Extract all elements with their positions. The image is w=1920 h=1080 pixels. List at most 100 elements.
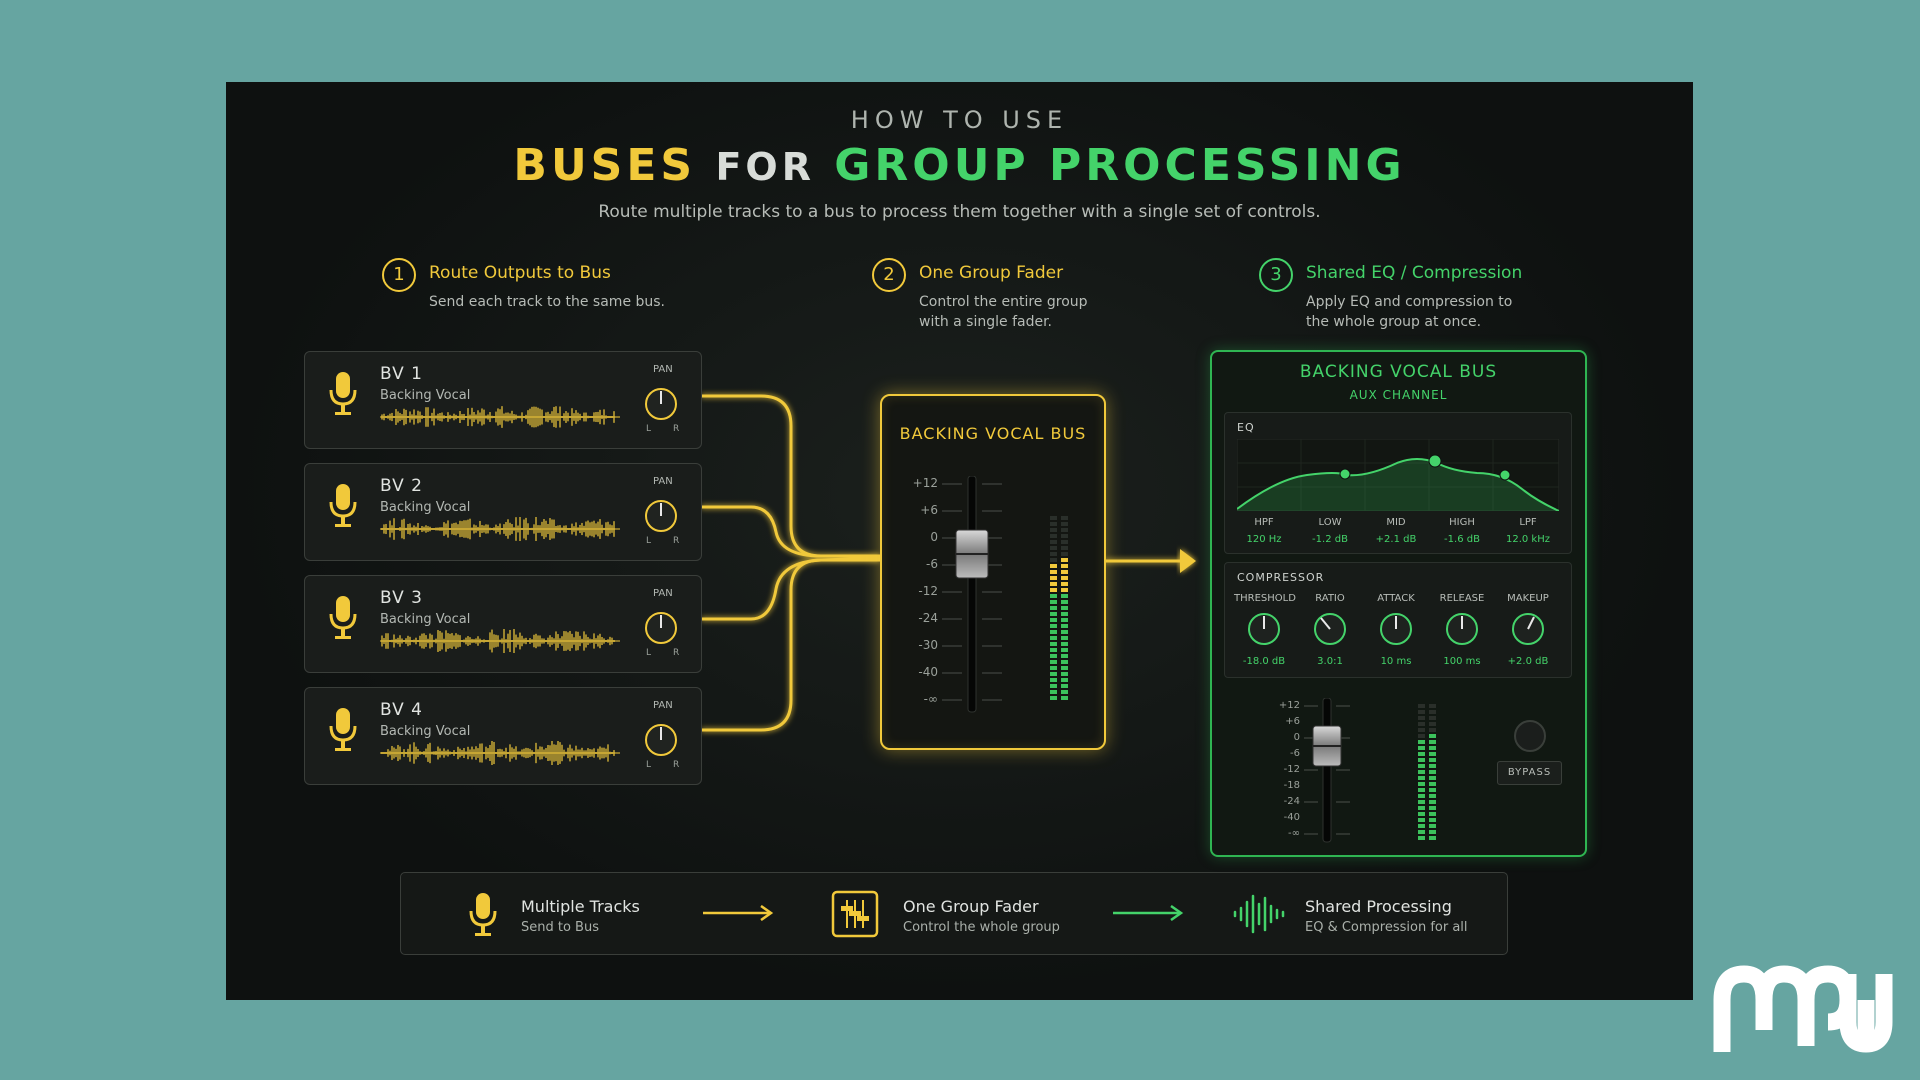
summary-bar: Multiple Tracks Send to Bus One Group Fa… xyxy=(400,872,1508,955)
bypass-button[interactable]: BYPASS xyxy=(1497,761,1562,785)
scale-label: +6 xyxy=(1285,716,1300,727)
summary-title: Shared Processing xyxy=(1305,897,1452,916)
step-1-title: Route Outputs to Bus xyxy=(429,263,611,283)
arrow-right-icon xyxy=(703,905,774,921)
route-line-bv1 xyxy=(701,394,880,558)
eq-band-value: 120 Hz xyxy=(1246,534,1282,545)
title-group-processing: GROUP PROCESSING xyxy=(834,140,1406,191)
microphone-icon xyxy=(329,484,357,527)
scale-label: -6 xyxy=(926,557,938,571)
step-2-number: 2 xyxy=(872,258,906,292)
pan-left-label: L xyxy=(646,536,652,546)
scale-label: -18 xyxy=(1283,780,1300,791)
scale-label: -24 xyxy=(918,611,938,625)
comp-param-label: MAKEUP xyxy=(1507,593,1549,604)
step-3-desc-line2: the whole group at once. xyxy=(1306,314,1482,330)
bus-level-meter xyxy=(1050,516,1068,700)
scale-label: -∞ xyxy=(923,692,938,706)
makeup-knob[interactable] xyxy=(1510,611,1546,647)
kicker: HOW TO USE xyxy=(850,106,1069,134)
compressor-label: COMPRESSOR xyxy=(1237,571,1325,584)
track-bv2[interactable]: BV 2 Backing Vocal PAN L R xyxy=(304,463,702,561)
pan-label: PAN xyxy=(653,476,673,487)
pan-right-label: R xyxy=(673,760,680,770)
comp-param-value: -18.0 dB xyxy=(1242,656,1286,667)
pan-right-label: R xyxy=(673,536,680,546)
scale-label: -24 xyxy=(1283,796,1300,807)
arrow-right-icon xyxy=(1113,905,1184,921)
route-line-bv2 xyxy=(701,505,880,558)
attack-knob[interactable] xyxy=(1378,611,1414,647)
scale-label: 0 xyxy=(930,530,938,544)
infographic-panel: HOW TO USE BUSES FOR GROUP PROCESSING Ro… xyxy=(226,82,1693,1000)
scale-label: +12 xyxy=(912,476,938,490)
title-buses: BUSES xyxy=(513,140,697,191)
scale-label: +12 xyxy=(1278,700,1300,711)
track-bv3[interactable]: BV 3 Backing Vocal PAN L R xyxy=(304,575,702,673)
bus-fader-handle[interactable] xyxy=(952,528,992,580)
step-1-number: 1 xyxy=(382,258,416,292)
comp-param-value: 3.0:1 xyxy=(1317,656,1343,667)
step-2-title: One Group Fader xyxy=(919,263,1064,283)
compressor-section: COMPRESSOR THRESHOLD -18.0 dB RATIO 3.0:… xyxy=(1224,562,1572,678)
summary-desc: EQ & Compression for all xyxy=(1305,920,1468,935)
aux-channel-panel: BACKING VOCAL BUS AUX CHANNEL EQ HPF 120… xyxy=(1210,350,1587,857)
pan-knob[interactable] xyxy=(643,498,679,534)
step-3-title: Shared EQ / Compression xyxy=(1306,263,1523,283)
pan-knob[interactable] xyxy=(643,610,679,646)
aux-fader-handle[interactable] xyxy=(1310,724,1344,768)
scale-label: 0 xyxy=(1293,732,1300,743)
track-name: BV 1 xyxy=(380,364,423,384)
microphone-icon xyxy=(329,708,357,751)
scale-label: -∞ xyxy=(1288,828,1300,839)
pan-label: PAN xyxy=(653,364,673,375)
pan-right-label: R xyxy=(673,648,680,658)
waveform-icon xyxy=(380,406,620,428)
step-2-desc-line2: with a single fader. xyxy=(919,314,1053,330)
eq-band-value: -1.2 dB xyxy=(1312,534,1348,545)
subtitle: Route multiple tracks to a bus to proces… xyxy=(598,202,1321,222)
comp-param-value: 10 ms xyxy=(1380,656,1412,667)
step-1-desc: Send each track to the same bus. xyxy=(429,294,666,310)
aux-title: BACKING VOCAL BUS xyxy=(1299,362,1498,382)
fader-ticks xyxy=(942,476,1002,713)
eq-curve-graph[interactable] xyxy=(1237,439,1559,511)
track-name: BV 2 xyxy=(380,476,423,496)
eq-band-value: +2.1 dB xyxy=(1375,534,1417,545)
pan-left-label: L xyxy=(646,760,652,770)
summary-desc: Send to Bus xyxy=(521,920,599,935)
bypass-knob[interactable] xyxy=(1512,718,1548,754)
track-bv1[interactable]: BV 1 Backing Vocal PAN L R xyxy=(304,351,702,449)
aux-level-meter xyxy=(1418,704,1436,840)
scale-label: -40 xyxy=(918,665,938,679)
track-bv4[interactable]: BV 4 Backing Vocal PAN L R xyxy=(304,687,702,785)
ratio-knob[interactable] xyxy=(1312,611,1348,647)
comp-param-value: 100 ms xyxy=(1443,656,1481,667)
scale-label: -12 xyxy=(918,584,938,598)
release-knob[interactable] xyxy=(1444,611,1480,647)
eq-band-value: 12.0 kHz xyxy=(1505,534,1550,545)
threshold-knob[interactable] xyxy=(1246,611,1282,647)
scale-label: -40 xyxy=(1283,812,1300,823)
step-3-desc-line1: Apply EQ and compression to xyxy=(1306,294,1513,310)
comp-param-label: RATIO xyxy=(1315,593,1345,604)
track-type: Backing Vocal xyxy=(380,388,471,403)
scale-label: -12 xyxy=(1283,764,1300,775)
route-line-bv4 xyxy=(701,558,880,732)
step-3-number: 3 xyxy=(1259,258,1293,292)
pan-knob[interactable] xyxy=(643,722,679,758)
eq-band-label: LOW xyxy=(1318,517,1342,528)
waveform-icon xyxy=(380,517,620,541)
step-2-desc-line1: Control the entire group xyxy=(919,294,1088,310)
comp-param-value: +2.0 dB xyxy=(1507,656,1549,667)
pan-knob[interactable] xyxy=(643,386,679,422)
summary-title: Multiple Tracks xyxy=(521,897,640,916)
track-name: BV 4 xyxy=(380,700,423,720)
microphone-icon xyxy=(469,893,497,936)
scale-label: -30 xyxy=(918,638,938,652)
eq-band-label: MID xyxy=(1386,517,1406,528)
scale-label: -6 xyxy=(1290,748,1300,759)
pan-label: PAN xyxy=(653,588,673,599)
pan-right-label: R xyxy=(673,424,680,434)
comp-param-label: THRESHOLD xyxy=(1234,593,1296,604)
